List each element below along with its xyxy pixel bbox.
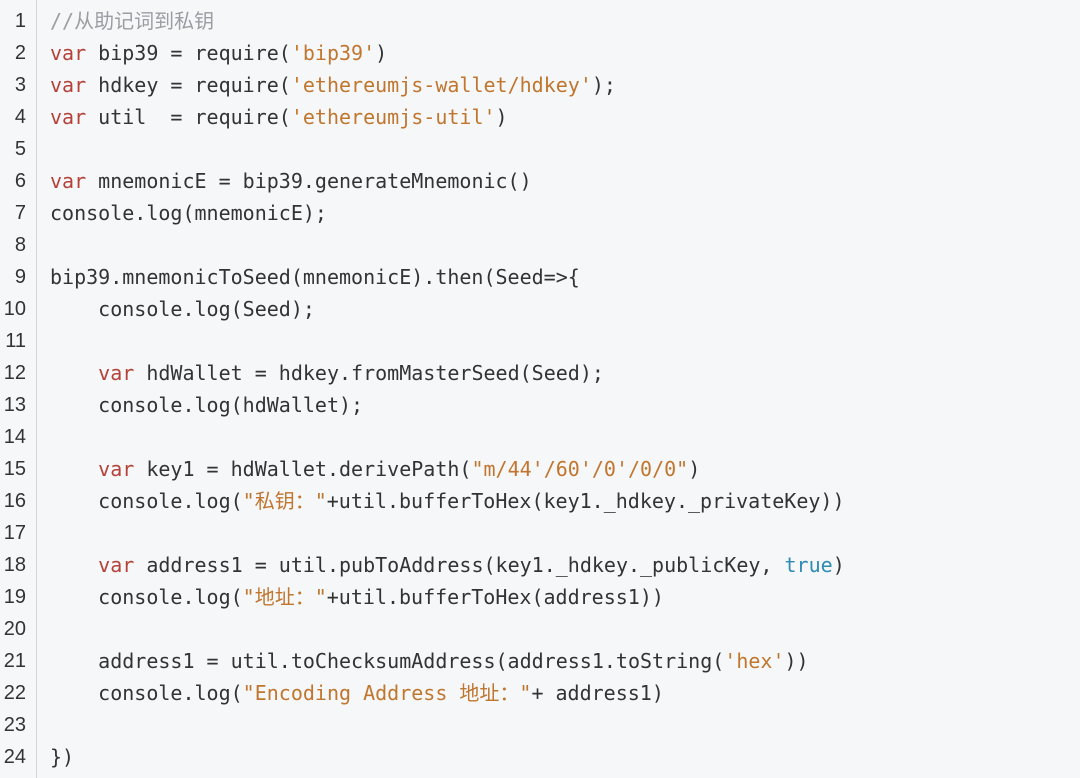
code-token: hdkey = require( — [86, 73, 291, 97]
code-token: ); — [591, 73, 616, 97]
code-line[interactable]: var key1 = hdWallet.derivePath("m/44'/60… — [50, 453, 700, 485]
keyword-token: var — [50, 41, 87, 65]
keyword-token: var — [50, 169, 87, 193]
string-token: 'hex' — [724, 649, 785, 673]
code-line[interactable]: console.log(mnemonicE); — [50, 197, 327, 229]
keyword-token: var — [50, 73, 87, 97]
code-token: console.log( — [50, 585, 243, 609]
line-number: 16 — [3, 490, 26, 512]
code-token: )) — [784, 649, 809, 673]
line-number: 9 — [14, 266, 26, 288]
code-line[interactable]: var bip39 = require('bip39') — [50, 37, 387, 69]
line-number: 14 — [3, 426, 26, 448]
line-number: 22 — [3, 682, 26, 704]
line-number: 7 — [14, 202, 26, 224]
code-line[interactable]: }) — [50, 741, 74, 773]
line-number: 18 — [3, 554, 26, 576]
code-token — [50, 457, 98, 481]
code-line[interactable]: console.log(Seed); — [50, 293, 315, 325]
code-token — [50, 361, 98, 385]
string-token: 'ethereumjs-wallet/hdkey' — [290, 73, 592, 97]
line-number: 20 — [3, 618, 26, 640]
line-number: 15 — [3, 458, 26, 480]
code-line[interactable]: console.log("地址："+util.bufferToHex(addre… — [50, 581, 664, 613]
code-token: bip39 = require( — [86, 41, 291, 65]
line-number: 1 — [14, 10, 26, 32]
line-number: 24 — [3, 746, 26, 768]
code-line[interactable]: console.log(hdWallet); — [50, 389, 363, 421]
keyword-token: var — [50, 105, 87, 129]
string-token: 'bip39' — [290, 41, 376, 65]
boolean-token: true — [784, 553, 833, 577]
code-token: key1 = hdWallet.derivePath( — [134, 457, 472, 481]
line-number: 5 — [14, 138, 26, 160]
keyword-token: var — [98, 457, 135, 481]
code-token: +util.bufferToHex(address1)) — [326, 585, 664, 609]
code-token: console.log( — [50, 681, 243, 705]
code-line[interactable]: console.log("私钥："+util.bufferToHex(key1.… — [50, 485, 845, 517]
line-number: 6 — [14, 170, 26, 192]
line-number: 2 — [14, 42, 26, 64]
code-token: ) — [495, 105, 508, 129]
line-number: 12 — [3, 362, 26, 384]
code-token: + address1) — [531, 681, 664, 705]
code-token: ) — [832, 553, 845, 577]
code-token: bip39.mnemonicToSeed(mnemonicE).then(See… — [50, 265, 580, 289]
code-line[interactable]: //从助记词到私钥 — [50, 5, 214, 37]
code-token: console.log(mnemonicE); — [50, 201, 327, 225]
code-line[interactable]: var address1 = util.pubToAddress(key1._h… — [50, 549, 845, 581]
keyword-token: var — [98, 553, 135, 577]
code-token: }) — [50, 745, 75, 769]
line-number: 13 — [3, 394, 26, 416]
string-token: 'ethereumjs-util' — [290, 105, 496, 129]
keyword-token: var — [98, 361, 135, 385]
code-token: util = require( — [86, 105, 291, 129]
line-number: 11 — [5, 330, 26, 352]
string-token: "Encoding Address 地址：" — [242, 681, 532, 705]
code-token: +util.bufferToHex(key1._hdkey._privateKe… — [326, 489, 845, 513]
line-number: 3 — [14, 74, 26, 96]
code-line[interactable]: address1 = util.toChecksumAddress(addres… — [50, 645, 809, 677]
line-number: 4 — [14, 106, 26, 128]
code-token: mnemonicE = bip39.generateMnemonic() — [86, 169, 532, 193]
code-token: address1 = util.pubToAddress(key1._hdkey… — [134, 553, 785, 577]
code-line[interactable]: var util = require('ethereumjs-util') — [50, 101, 508, 133]
code-token: address1 = util.toChecksumAddress(addres… — [50, 649, 725, 673]
code-token: console.log(hdWallet); — [50, 393, 364, 417]
line-number: 23 — [3, 714, 26, 736]
line-number: 19 — [3, 586, 26, 608]
code-line[interactable]: var hdWallet = hdkey.fromMasterSeed(Seed… — [50, 357, 604, 389]
line-number: 17 — [3, 522, 26, 544]
string-token: "私钥：" — [242, 489, 327, 513]
code-token: hdWallet = hdkey.fromMasterSeed(Seed); — [134, 361, 604, 385]
code-line[interactable]: bip39.mnemonicToSeed(mnemonicE).then(See… — [50, 261, 580, 293]
code-token: console.log( — [50, 489, 243, 513]
code-line[interactable]: var mnemonicE = bip39.generateMnemonic() — [50, 165, 532, 197]
code-token — [50, 553, 98, 577]
line-number: 21 — [3, 650, 26, 672]
code-token: ) — [688, 457, 701, 481]
code-line[interactable]: var hdkey = require('ethereumjs-wallet/h… — [50, 69, 616, 101]
string-token: "m/44'/60'/0'/0/0" — [471, 457, 689, 481]
string-token: "地址：" — [242, 585, 327, 609]
code-line[interactable]: console.log("Encoding Address 地址："+ addr… — [50, 677, 664, 709]
comment-token: //从助记词到私钥 — [50, 9, 215, 33]
line-number: 8 — [14, 234, 26, 256]
code-token: ) — [375, 41, 388, 65]
code-token: console.log(Seed); — [50, 297, 315, 321]
line-number: 10 — [3, 298, 26, 320]
